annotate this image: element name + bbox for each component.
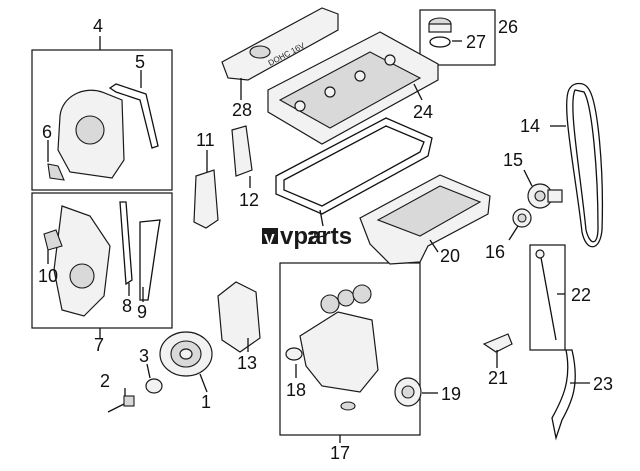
callout-17: 17 xyxy=(330,443,350,463)
callout-8: 8 xyxy=(122,296,132,316)
crankshaft-pulley-part xyxy=(159,331,213,377)
oil-filter-part xyxy=(394,377,422,407)
watermark-text: vparts xyxy=(280,223,352,250)
callout-11: 11 xyxy=(196,130,215,150)
timing-belt-part xyxy=(566,82,604,248)
callout-27: 27 xyxy=(466,32,486,52)
bracket-21-part xyxy=(482,333,513,353)
watermark: V vparts xyxy=(262,223,352,250)
callout-21: 21 xyxy=(488,368,508,388)
callout-28: 28 xyxy=(232,100,252,120)
group-box-26 xyxy=(419,9,496,66)
group-box-17 xyxy=(279,262,421,436)
oil-pan-part xyxy=(359,174,491,265)
callout-3: 3 xyxy=(139,346,149,366)
callout-20: 20 xyxy=(440,246,460,266)
callout-19: 19 xyxy=(441,384,461,404)
callout-1: 1 xyxy=(201,392,211,412)
callout-15: 15 xyxy=(503,150,523,170)
lower-timing-cover-part xyxy=(43,201,161,317)
callout-24: 24 xyxy=(413,102,433,122)
bracket-12-part xyxy=(231,125,253,177)
callout-4: 4 xyxy=(93,16,103,36)
callout-22: 22 xyxy=(571,285,591,305)
callout-26: 26 xyxy=(498,17,518,37)
dipstick-tube-part xyxy=(551,349,576,441)
leader-lines xyxy=(47,36,590,443)
callout-23: 23 xyxy=(593,374,613,394)
callout-16: 16 xyxy=(485,242,505,262)
washer-part xyxy=(145,378,163,394)
oil-filler-cap-part xyxy=(428,17,452,48)
callout-10: 10 xyxy=(38,266,58,286)
callout-labels: 1 2 3 4 5 6 7 8 9 10 11 12 13 14 15 16 1… xyxy=(38,16,613,463)
callout-9: 9 xyxy=(137,302,147,322)
belt-tensioner-part xyxy=(527,183,563,209)
oil-pump-part xyxy=(285,284,379,411)
callout-2: 2 xyxy=(100,371,110,391)
dipstick-part xyxy=(539,251,557,341)
valve-cover-part xyxy=(267,31,439,145)
bracket-11-part xyxy=(193,169,219,229)
idler-pulley-part xyxy=(512,208,532,228)
upper-timing-cover-part xyxy=(47,83,159,181)
group-box-7 xyxy=(31,192,173,329)
callout-14: 14 xyxy=(520,116,540,136)
pulley-bolt-part xyxy=(107,395,135,413)
callout-12: 12 xyxy=(239,190,259,210)
cover-plate-part xyxy=(217,281,261,353)
watermark-mark: V xyxy=(264,232,275,249)
callout-18: 18 xyxy=(286,380,306,400)
callout-7: 7 xyxy=(94,335,104,355)
callout-25: 25 xyxy=(307,228,327,248)
valve-cover-gasket-part xyxy=(275,117,433,215)
group-box-4 xyxy=(31,49,173,191)
group-box-22 xyxy=(529,244,566,351)
callout-13: 13 xyxy=(237,353,257,373)
callout-6: 6 xyxy=(42,122,52,142)
callout-5: 5 xyxy=(135,52,145,72)
